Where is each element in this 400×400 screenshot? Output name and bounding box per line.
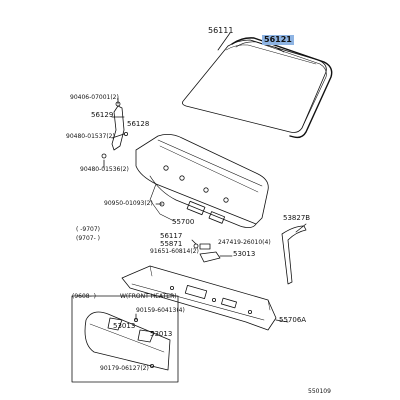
cowl-panel: [135, 134, 269, 228]
label-56111: 56111: [208, 26, 234, 35]
label-53827b: 53827B: [283, 214, 311, 222]
windshield-glass: [182, 39, 327, 133]
label-90179: 90179-06127(2): [100, 365, 149, 372]
label-90950: 90950-01093(2): [104, 200, 153, 207]
label-56128: 56128: [127, 120, 150, 128]
label-55871: 55871: [160, 240, 183, 248]
windshield-moulding: [231, 37, 333, 139]
inset-box: [71, 295, 179, 383]
label-56117: 56117: [160, 232, 183, 240]
label-55700: 55700: [172, 218, 195, 226]
label-56129: 56129: [91, 111, 114, 119]
label-90480a: 90480-01537(2): [66, 133, 115, 140]
label-9707b: (9707- ): [76, 235, 101, 242]
label-53013-inset-left: 53013: [113, 322, 136, 330]
label-91651: 91651-60814(2): [150, 248, 199, 255]
label-90406: 90406-07001(2): [70, 94, 119, 101]
label-247419: 247419-26010(4): [218, 239, 271, 246]
figure-code: 550109: [308, 388, 331, 395]
inset-heading-note: W(FRONT HEATER): [120, 293, 177, 300]
label-9707a: ( -9707): [76, 226, 101, 233]
label-53013-upper: 53013: [233, 250, 256, 258]
cowl-side-trim: [281, 225, 307, 285]
label-90480b: 90480-01536(2): [80, 166, 129, 173]
lower-cowl-panel: [121, 265, 277, 331]
label-56121: 56121: [262, 35, 294, 45]
label-55706a: 55706A: [279, 316, 307, 324]
inset-heading-code: (9608- ): [72, 293, 97, 300]
label-90159: 90159-60413(4): [136, 307, 185, 314]
label-53013-inset-right: 53013: [150, 330, 173, 338]
